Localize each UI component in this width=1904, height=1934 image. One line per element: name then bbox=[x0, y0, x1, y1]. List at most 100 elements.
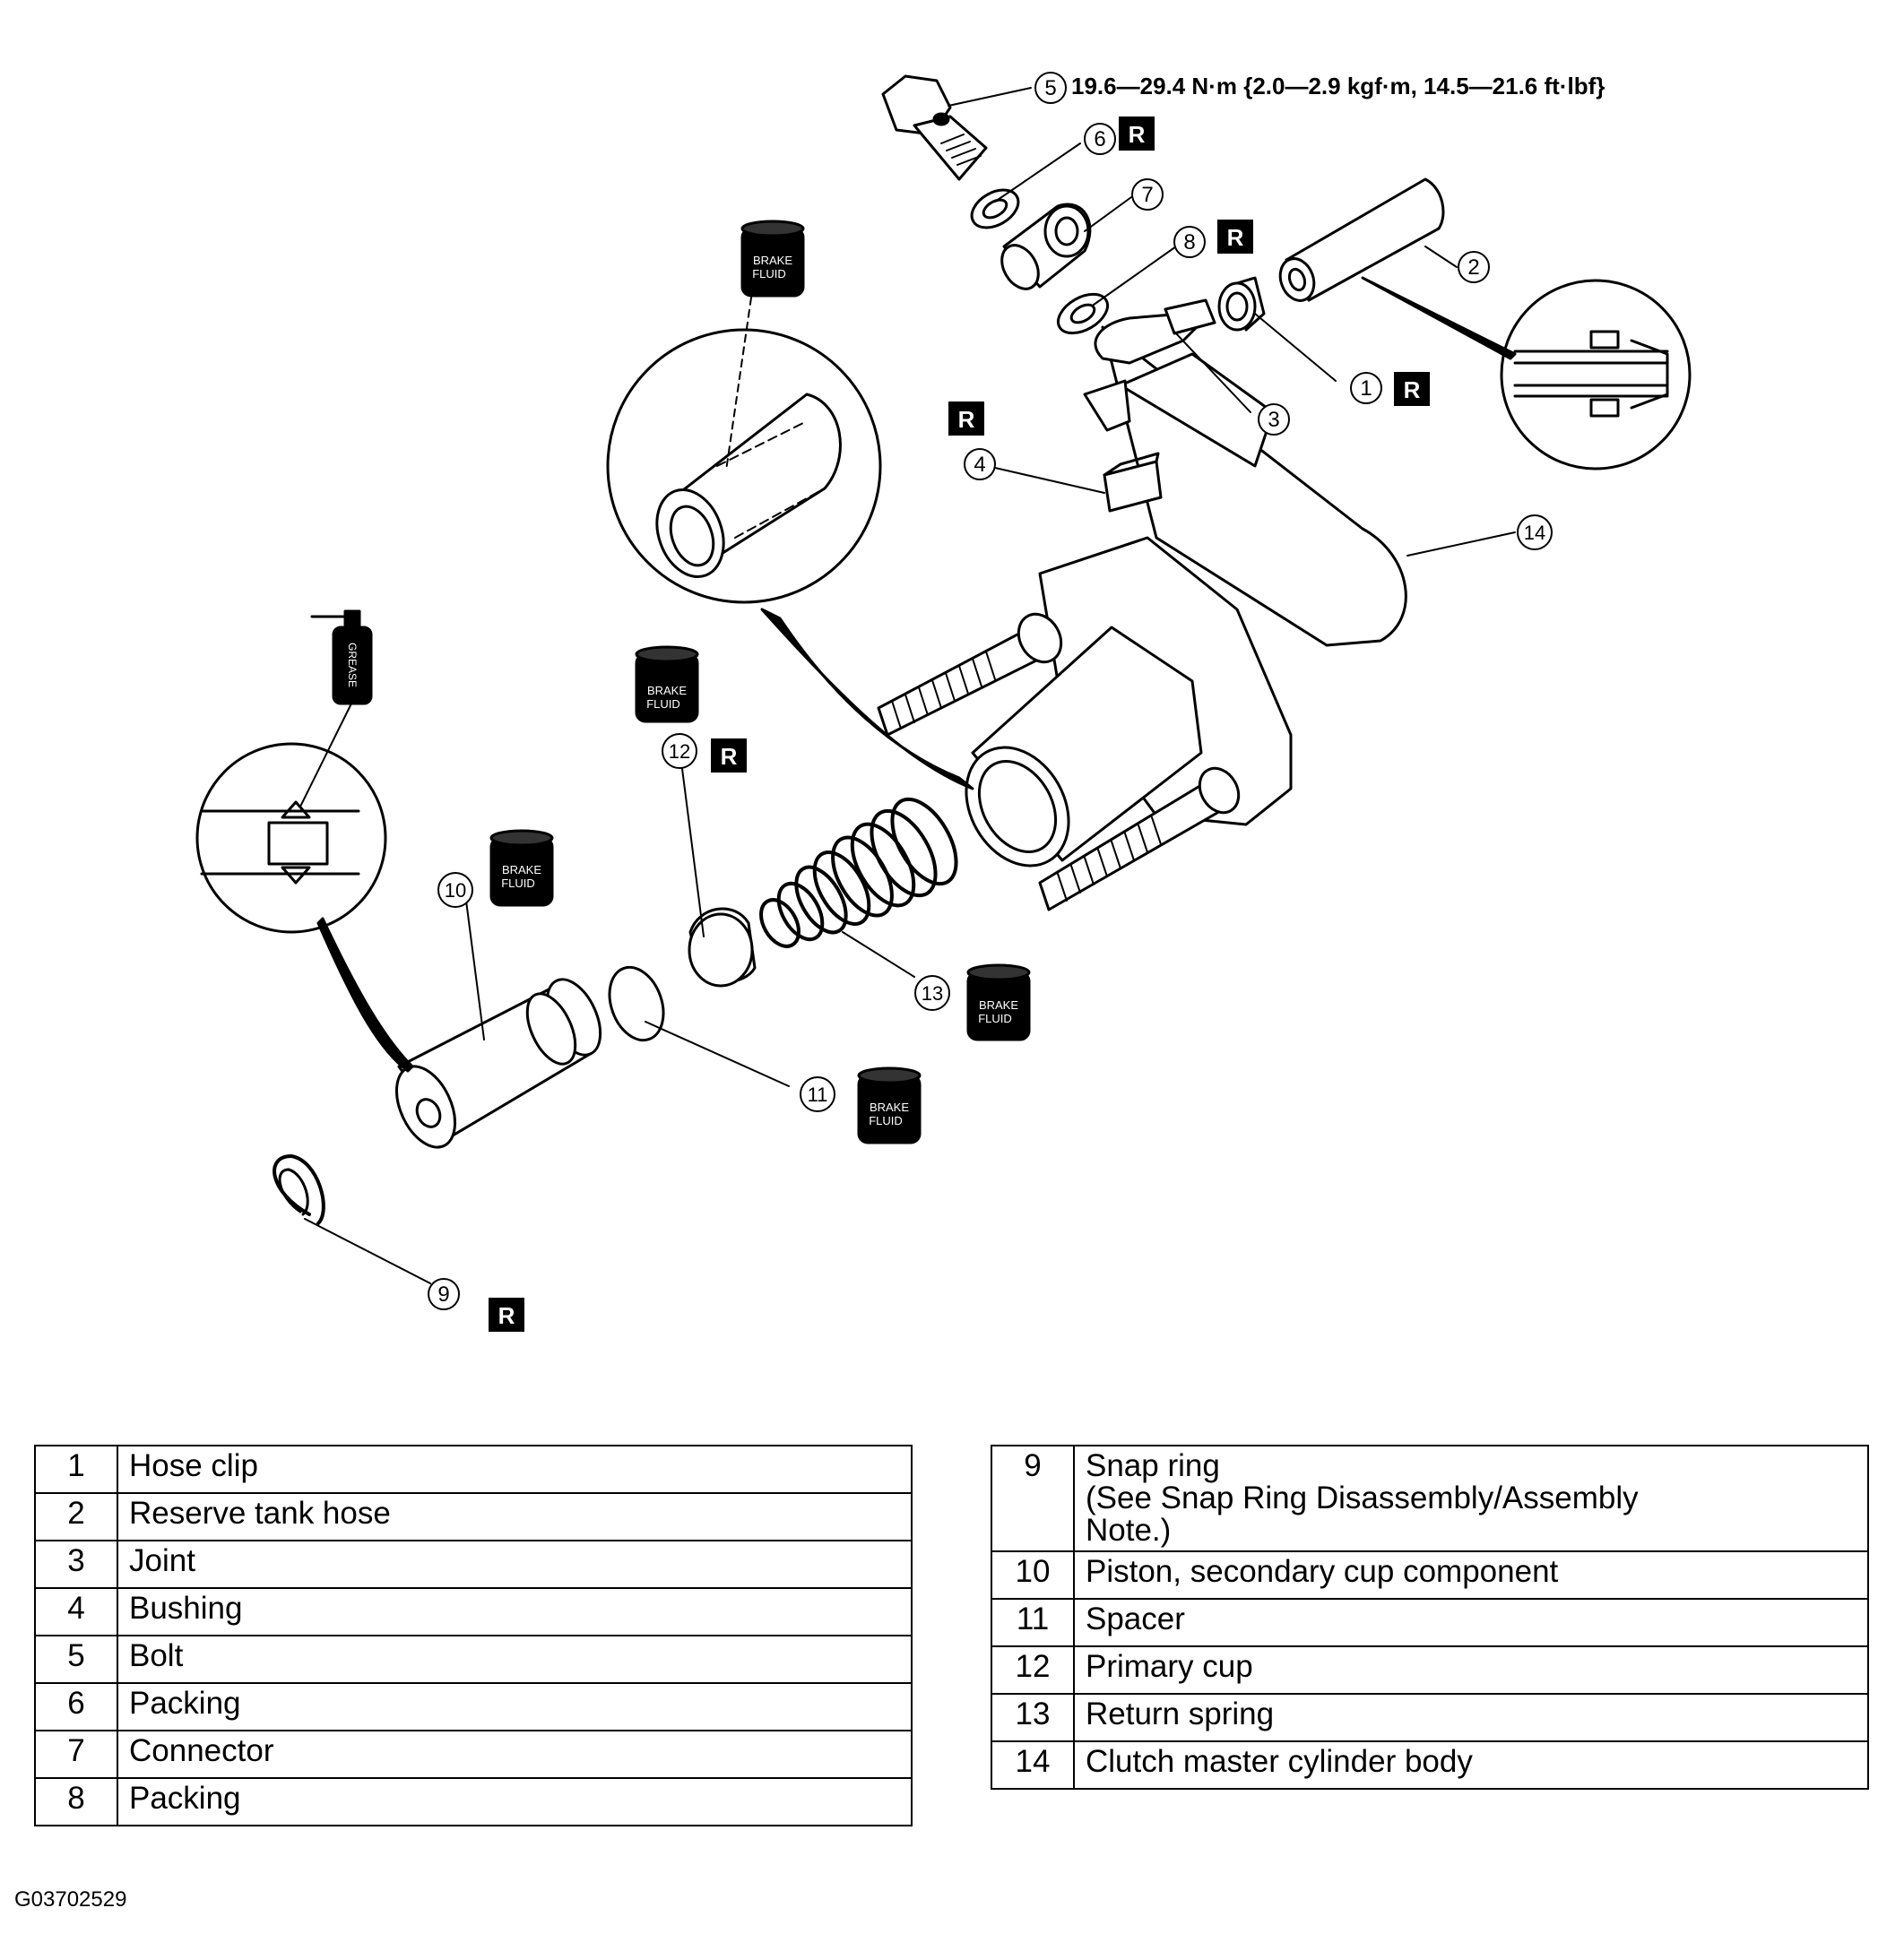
part-number: 4 bbox=[34, 1587, 118, 1636]
part-number: 14 bbox=[991, 1740, 1075, 1790]
callout-number: 6 bbox=[1094, 127, 1105, 151]
callout-circle-1 bbox=[1350, 372, 1382, 404]
part-number: 12 bbox=[991, 1645, 1075, 1695]
callout-circle-5 bbox=[1034, 72, 1067, 104]
replace-badge-text: R bbox=[1129, 121, 1146, 148]
table-row: 9 Snap ring (See Snap Ring Disassembly/A… bbox=[991, 1445, 1869, 1552]
part-name: Hose clip bbox=[117, 1445, 913, 1494]
brake-fluid-label: FLUID bbox=[869, 1114, 903, 1127]
part-number: 11 bbox=[991, 1598, 1075, 1647]
callout-number: 5 bbox=[1044, 76, 1056, 100]
bolt-5 bbox=[881, 74, 988, 181]
callout-number: 7 bbox=[1141, 183, 1153, 207]
grease-container bbox=[310, 609, 373, 705]
part-number: 7 bbox=[34, 1730, 118, 1779]
replace-badge-8 bbox=[1217, 220, 1253, 254]
replace-badge-6 bbox=[1119, 117, 1155, 151]
callout-circle-14 bbox=[1517, 514, 1553, 550]
brake-fluid-container bbox=[857, 1066, 922, 1144]
replace-badge-9 bbox=[489, 1298, 524, 1332]
part-number: 1 bbox=[34, 1445, 118, 1494]
spacer-11 bbox=[608, 965, 665, 1042]
replace-badge-4 bbox=[948, 401, 984, 436]
part-name: Connector bbox=[117, 1730, 913, 1779]
part-name: Piston, secondary cup component bbox=[1073, 1550, 1869, 1600]
callout-number: 14 bbox=[1524, 522, 1545, 544]
part-name: Reserve tank hose bbox=[117, 1492, 913, 1541]
brake-fluid-label: FLUID bbox=[646, 697, 680, 711]
part-name-line: Note.) bbox=[1086, 1513, 1172, 1548]
brake-fluid-label: BRAKE bbox=[502, 863, 541, 876]
detail-circle-piston bbox=[195, 703, 414, 1073]
primary-cup-12 bbox=[688, 907, 757, 988]
parts-table-right: 9 Snap ring (See Snap Ring Disassembly/A… bbox=[991, 1445, 1869, 1790]
part-name: Primary cup bbox=[1073, 1645, 1869, 1695]
replace-badge-text: R bbox=[958, 406, 975, 433]
callout-number: 3 bbox=[1268, 408, 1279, 432]
hose-clip-1 bbox=[1217, 276, 1266, 332]
replace-badges bbox=[489, 117, 1430, 1332]
part-name-line: (See Snap Ring Disassembly/Assembly bbox=[1086, 1481, 1639, 1515]
part-name: Snap ring (See Snap Ring Disassembly/Ass… bbox=[1073, 1445, 1869, 1552]
callout-number: 9 bbox=[437, 1282, 449, 1307]
part-number: 6 bbox=[34, 1682, 118, 1731]
callout-number: 12 bbox=[669, 740, 690, 763]
callout-circles bbox=[428, 72, 1553, 1310]
reserve-tank-hose-2 bbox=[1278, 177, 1445, 302]
connector-7 bbox=[1000, 203, 1092, 290]
part-name: Bushing bbox=[117, 1587, 913, 1636]
detail-circle-hose bbox=[1361, 276, 1692, 471]
part-number: 13 bbox=[991, 1693, 1075, 1742]
snap-ring-9 bbox=[273, 1154, 325, 1225]
brake-fluid-label: FLUID bbox=[752, 267, 786, 281]
replace-badge-text: R bbox=[721, 743, 738, 770]
diagram-labels: 19.6—29.4 N·m {2.0—2.9 kgf·m, 14.5—21.6 … bbox=[346, 73, 1605, 1329]
return-spring-13 bbox=[759, 797, 958, 948]
grease-label: GREASE bbox=[346, 643, 359, 687]
part-number: 9 bbox=[991, 1445, 1075, 1552]
callout-number: 11 bbox=[808, 1084, 828, 1106]
part-name: Packing bbox=[117, 1777, 913, 1826]
replace-badge-text: R bbox=[1227, 224, 1244, 251]
replace-badge-12 bbox=[711, 738, 747, 773]
part-name: Packing bbox=[117, 1682, 913, 1731]
part-name-line: Snap ring bbox=[1086, 1448, 1220, 1483]
detail-circle-bushing bbox=[606, 297, 974, 790]
part-name: Clutch master cylinder body bbox=[1073, 1740, 1869, 1790]
packing-6 bbox=[970, 188, 1020, 229]
joint-3 bbox=[1083, 298, 1216, 432]
brake-fluid-label: FLUID bbox=[501, 876, 535, 890]
brake-fluid-label: BRAKE bbox=[870, 1101, 909, 1114]
callout-number: 10 bbox=[445, 879, 466, 902]
brake-fluid-label: BRAKE bbox=[647, 684, 687, 697]
callout-number: 1 bbox=[1360, 376, 1372, 401]
brake-fluid-container bbox=[740, 220, 805, 298]
brake-fluid-label: FLUID bbox=[978, 1012, 1012, 1025]
callout-number: 2 bbox=[1467, 255, 1479, 280]
figure-code: G03702529 bbox=[14, 1887, 127, 1912]
replace-badge-text: R bbox=[498, 1302, 515, 1329]
callout-circle-9 bbox=[428, 1278, 460, 1310]
brake-fluid-container bbox=[635, 645, 699, 723]
part-name: Joint bbox=[117, 1540, 913, 1589]
piston-10 bbox=[395, 978, 602, 1149]
part-number: 3 bbox=[34, 1540, 118, 1589]
callout-circle-8 bbox=[1173, 226, 1206, 258]
callout-circle-10 bbox=[437, 872, 473, 908]
callout-number: 4 bbox=[974, 453, 985, 477]
part-name: Return spring bbox=[1073, 1693, 1869, 1742]
exploded-view-diagram: 19.6—29.4 N·m {2.0—2.9 kgf·m, 14.5—21.6 … bbox=[195, 72, 1692, 1332]
callout-circle-7 bbox=[1131, 178, 1164, 211]
